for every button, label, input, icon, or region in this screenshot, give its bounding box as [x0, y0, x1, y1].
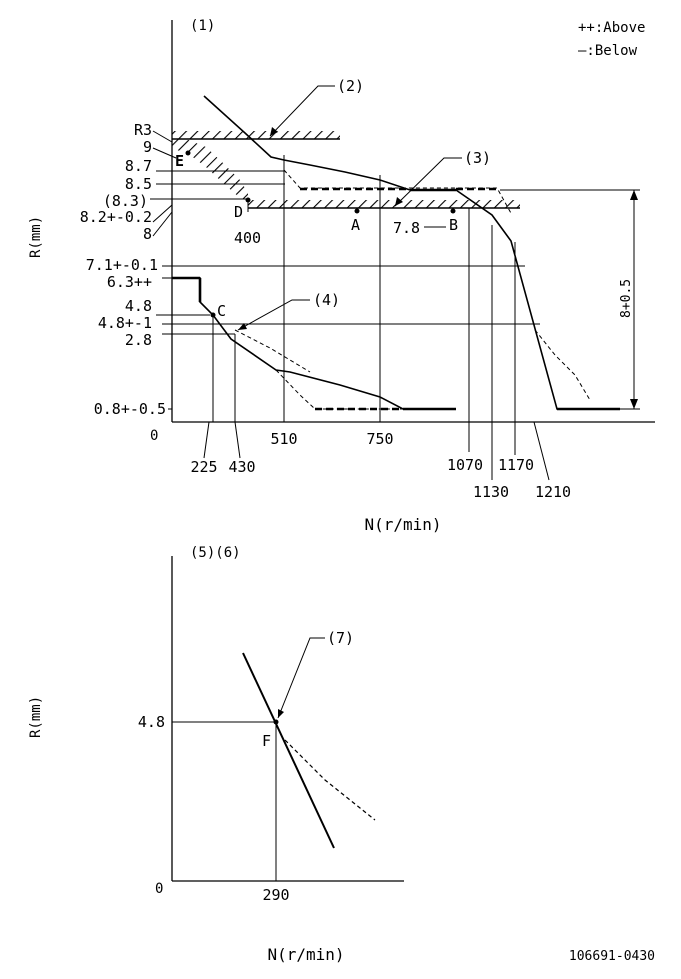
y-tick-2-8: 2.8	[125, 331, 152, 349]
chart1-ylabel: R(mm)	[28, 216, 44, 258]
drawing-code: 106691-0430	[569, 949, 655, 964]
chart2-x-tick: 290	[262, 886, 289, 904]
point-a-label: A	[351, 216, 360, 234]
chart2-ylabel: R(mm)	[28, 696, 44, 738]
label-400: 400	[234, 229, 261, 247]
chart1-guide-lines	[203, 155, 550, 481]
callout7-leader	[277, 637, 325, 719]
callout3-leader	[394, 157, 462, 207]
label-7-8: 7.8	[393, 219, 420, 237]
callout2-arrow	[270, 127, 278, 136]
y-tick-8: 8	[143, 225, 152, 243]
upper-dashed-tail	[534, 329, 591, 401]
curve-stop-hatch	[172, 139, 248, 200]
chart1-y-ticks: R3 9 8.7 8.5 (8.3) 8.2+-0.2 8 7.1+-0.1 6…	[80, 121, 166, 418]
x-tick-1170: 1170	[498, 456, 534, 474]
y-tick-7-1: 7.1+-0.1	[86, 256, 158, 274]
point-f-marker	[273, 719, 279, 725]
chart1-x-ticks: 225 430 510 750 1070 1130 1170 1210	[190, 430, 571, 501]
callout7-arrow	[278, 709, 284, 718]
point-e-marker	[185, 150, 191, 156]
y-tick-r3: R3	[134, 121, 152, 139]
chart2-y-tick: 4.8	[138, 713, 165, 731]
callout4-leader	[237, 299, 310, 331]
x-tick-1130: 1130	[473, 483, 509, 501]
point-c-label: C	[217, 302, 226, 320]
callout4-arrow	[238, 323, 247, 330]
x-tick-225: 225	[190, 458, 217, 476]
upper-dashed-curve	[283, 169, 513, 216]
x-tick-750: 750	[366, 430, 393, 448]
chart1-xlabel: N(r/min)	[364, 515, 441, 534]
callout3-arrow	[395, 197, 403, 206]
x-tick-430: 430	[228, 458, 255, 476]
lower-stop-hatch	[248, 200, 520, 208]
point-a-marker	[354, 208, 360, 214]
upper-solid-curve	[203, 95, 620, 410]
chart2-xlabel: N(r/min)	[267, 945, 344, 964]
callout-4: (4)	[313, 291, 340, 309]
chart1-label: (1)	[190, 18, 215, 34]
y-tick-0-8: 0.8+-0.5	[94, 400, 166, 418]
chart2-solid-line	[242, 652, 335, 849]
point-b-label: B	[449, 216, 458, 234]
point-d-marker	[245, 197, 251, 203]
dimension-arrow-bottom	[630, 399, 638, 409]
chart2-dashed-line	[284, 739, 376, 821]
dimension-arrow-top	[630, 190, 638, 200]
lower-dashed-lower	[275, 369, 403, 410]
y-tick-8-5: 8.5	[125, 175, 152, 193]
x-tick-1070: 1070	[447, 456, 483, 474]
y-tick-4-8pm: 4.8+-1	[98, 314, 152, 332]
x-tick-1210: 1210	[535, 483, 571, 501]
chart2-label: (5)(6)	[190, 545, 241, 561]
x-tick-510: 510	[270, 430, 297, 448]
legend-below: —:Below	[578, 43, 638, 59]
chart1-y-leaders	[152, 130, 177, 237]
upper-stop-hatch	[172, 131, 340, 139]
callout2-leader	[269, 85, 335, 137]
dimension-label: 8+0.5	[619, 279, 634, 318]
point-b-marker	[450, 208, 456, 214]
chart2-origin: 0	[155, 881, 163, 897]
y-tick-8-7: 8.7	[125, 157, 152, 175]
chart1-origin: 0	[150, 428, 158, 444]
lower-dashed-upper	[234, 329, 311, 373]
callout-2: (2)	[337, 77, 364, 95]
y-tick-8-3: (8.3)	[103, 192, 148, 210]
point-f-label: F	[262, 732, 271, 750]
point-c-marker	[210, 312, 216, 318]
point-d-label: D	[234, 203, 243, 221]
callout-3: (3)	[464, 149, 491, 167]
legend-above: ++:Above	[578, 20, 645, 36]
y-tick-6-3: 6.3++	[107, 273, 152, 291]
point-e-label: E	[175, 152, 184, 170]
y-tick-9: 9	[143, 138, 152, 156]
callout-7: (7)	[327, 629, 354, 647]
y-tick-8-2: 8.2+-0.2	[80, 208, 152, 226]
y-tick-4-8: 4.8	[125, 297, 152, 315]
